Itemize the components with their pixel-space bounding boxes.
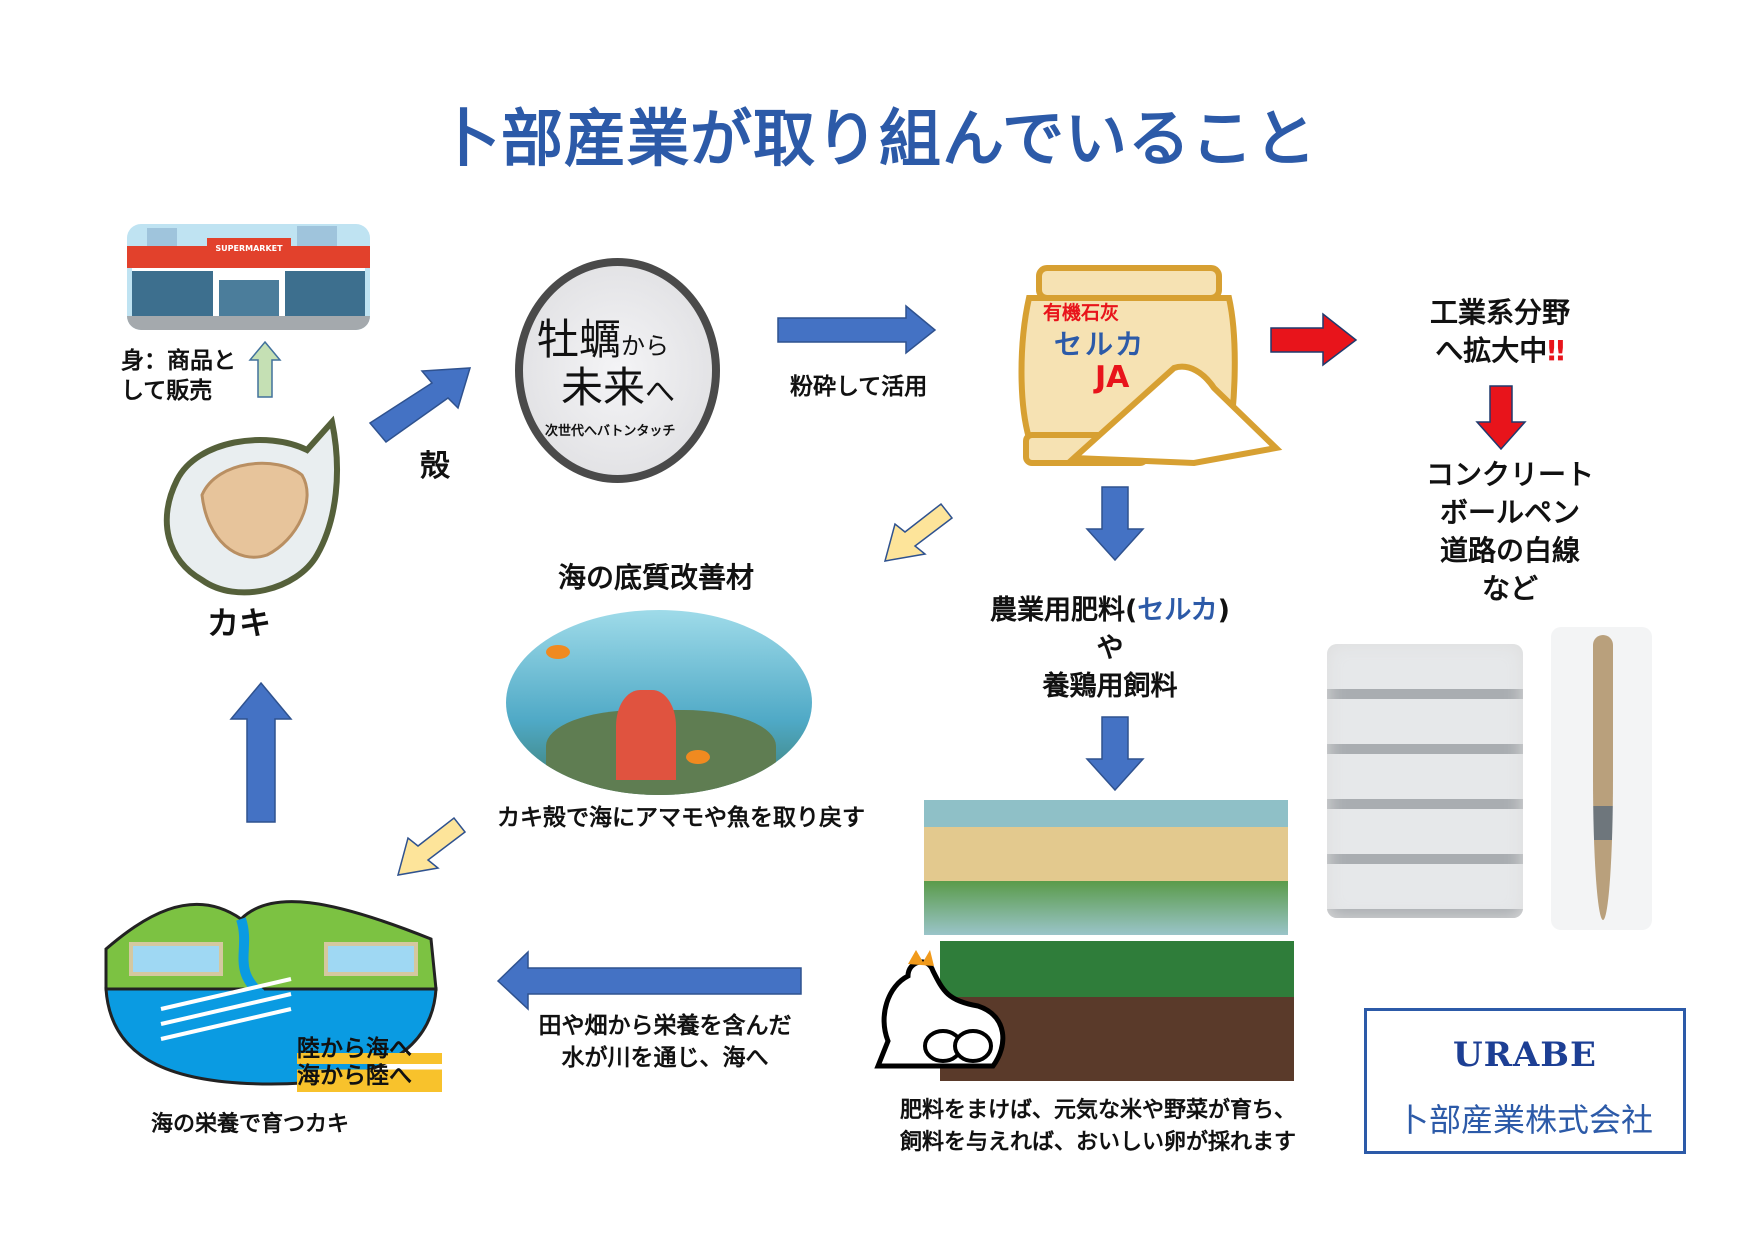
lime-bag-image xyxy=(1018,265,1283,467)
supermarket-image: SUPERMARKET xyxy=(127,224,370,330)
shell-label: 殻 xyxy=(420,449,450,484)
crush-label: 粉砕して活用 xyxy=(790,374,928,400)
red-down-arrow-icon xyxy=(1475,385,1527,451)
oyster-future-logo: 牡蠣から 未来へ 次世代へバトンタッチ xyxy=(515,258,720,483)
yellow-diagonal-arrow-icon xyxy=(883,502,954,562)
farm-caption: 肥料をまけば、元気な米や野菜が育ち、 飼料を与えれば、おいしい卵が採れます xyxy=(900,1098,1297,1155)
company-logo-box: URABE 卜部産業株式会社 xyxy=(1364,1008,1686,1154)
ballpoint-pen-photo xyxy=(1551,627,1652,930)
bag-ja: JA xyxy=(1095,360,1130,395)
supermarket-sign: SUPERMARKET xyxy=(207,238,291,268)
fertilizer-text: 農業用肥料(セルカ) や 養鶏用飼料 xyxy=(990,595,1230,702)
supermarket-caption: 身：商品と して販売 xyxy=(121,348,236,404)
oyster-label: カキ xyxy=(207,604,272,642)
blue-left-arrow-icon xyxy=(496,950,802,1011)
red-right-arrow-icon xyxy=(1270,312,1358,367)
bag-product-name: セルカ xyxy=(1054,328,1147,361)
blue-right-arrow-icon xyxy=(777,304,937,355)
bag-organic-lime: 有機石灰 xyxy=(1043,302,1120,324)
industrial-expansion: 工業系分野 へ拡大中‼ xyxy=(1429,296,1570,367)
yellow-diagonal-arrow-icon xyxy=(396,816,467,876)
page-title: 卜部産業が取り組んでいること xyxy=(438,102,1317,175)
concrete-blocks-photo xyxy=(1327,644,1523,918)
blue-diagonal-arrow-icon xyxy=(368,367,472,444)
company-name: 卜部産業株式会社 xyxy=(1396,1101,1653,1139)
green-up-arrow-icon xyxy=(248,340,282,398)
urabe-logo: URABE xyxy=(1453,1035,1597,1075)
chicken-icon xyxy=(874,950,1006,1069)
rice-field-image xyxy=(924,800,1288,935)
blue-up-arrow-icon xyxy=(229,681,293,823)
aquarium-image xyxy=(506,610,812,795)
industrial-uses: コンクリート ボールペン 道路の白線 など xyxy=(1425,458,1594,605)
blue-down-arrow-icon xyxy=(1085,716,1145,792)
seabed-title: 海の底質改善材 xyxy=(558,561,755,594)
river-caption: 田や畑から栄養を含んだ 水が川を通じ、海へ xyxy=(538,1013,792,1071)
sea-farm-caption: 海の栄養で育つカキ xyxy=(151,1112,350,1137)
blue-down-arrow-icon xyxy=(1085,486,1145,562)
seabed-caption: カキ殻で海にアマモや魚を取り戻す xyxy=(497,805,865,831)
land-sea-badge: 陸から海へ 海から陸へ xyxy=(297,1036,442,1092)
oyster-image xyxy=(163,415,340,596)
